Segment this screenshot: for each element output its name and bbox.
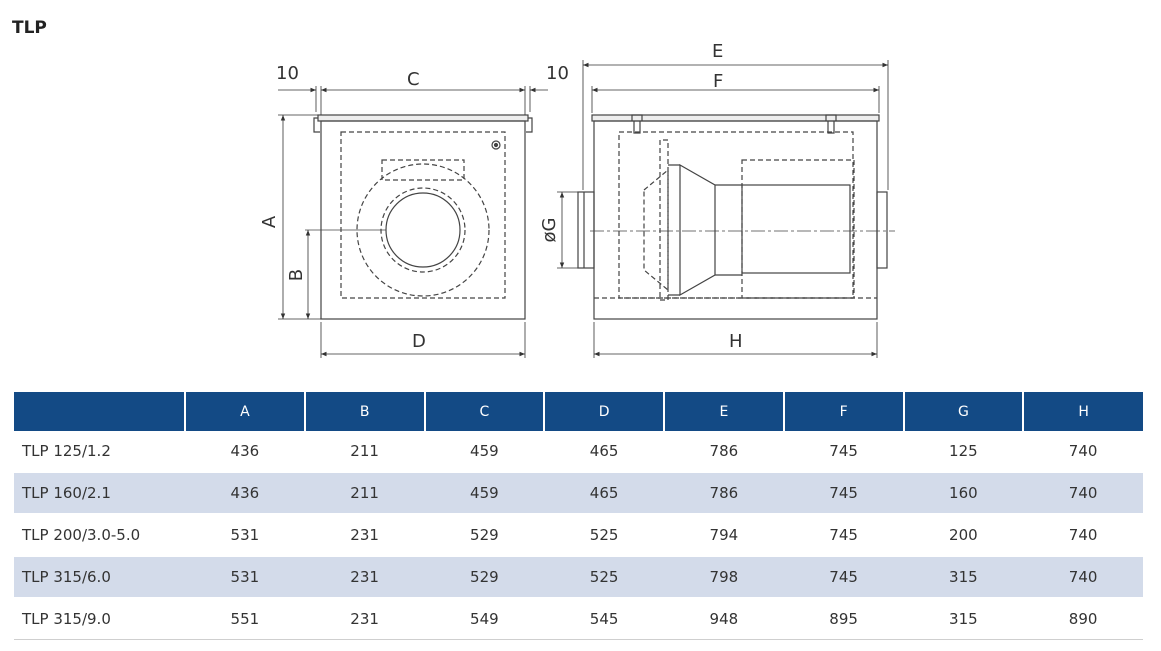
cell-g: 200 bbox=[903, 514, 1024, 557]
cell-d: 525 bbox=[544, 556, 664, 599]
dim-label-h: H bbox=[729, 331, 743, 352]
header-f: F bbox=[783, 392, 905, 431]
cell-d: 465 bbox=[544, 472, 664, 515]
header-a: A bbox=[185, 392, 306, 431]
cell-a: 531 bbox=[185, 514, 305, 557]
cell-f: 745 bbox=[783, 514, 904, 557]
cell-a: 436 bbox=[185, 431, 305, 473]
header-c: C bbox=[424, 392, 546, 431]
table-row: TLP 125/1.2 436 211 459 465 786 745 125 … bbox=[14, 431, 1143, 473]
header-h: H bbox=[1023, 392, 1143, 431]
cell-h: 740 bbox=[1023, 472, 1143, 515]
cell-g: 315 bbox=[903, 556, 1024, 599]
cell-b: 211 bbox=[304, 472, 425, 515]
table-row: TLP 315/9.0 551 231 549 545 948 895 315 … bbox=[14, 598, 1143, 640]
dim-label-gap-right: 10 bbox=[546, 63, 569, 84]
side-view bbox=[577, 114, 895, 320]
cell-c: 459 bbox=[424, 472, 545, 515]
dim-label-a: A bbox=[259, 215, 280, 228]
dim-label-g: øG bbox=[539, 218, 560, 243]
cell-h: 740 bbox=[1023, 514, 1143, 557]
cell-c: 529 bbox=[424, 556, 545, 599]
cell-h: 740 bbox=[1023, 431, 1143, 473]
cell-e: 786 bbox=[664, 431, 784, 473]
cell-model: TLP 315/9.0 bbox=[14, 598, 185, 640]
cell-b: 231 bbox=[304, 598, 425, 640]
cell-e: 948 bbox=[664, 598, 784, 640]
dim-label-gap-left: 10 bbox=[276, 63, 299, 84]
cell-model: TLP 200/3.0-5.0 bbox=[14, 514, 185, 557]
cell-b: 211 bbox=[304, 431, 425, 473]
cell-h: 740 bbox=[1023, 556, 1143, 599]
dim-label-f: F bbox=[713, 71, 723, 92]
cell-g: 160 bbox=[903, 472, 1024, 515]
page-title: TLP bbox=[12, 18, 47, 38]
side-dimensions bbox=[557, 60, 889, 358]
dim-label-b: B bbox=[286, 269, 307, 281]
cell-c: 459 bbox=[424, 431, 545, 473]
cell-e: 794 bbox=[664, 514, 784, 557]
table-row: TLP 315/6.0 531 231 529 525 798 745 315 … bbox=[14, 556, 1143, 599]
cell-b: 231 bbox=[304, 514, 425, 557]
front-dimensions bbox=[278, 86, 548, 358]
cell-d: 465 bbox=[544, 431, 664, 473]
cell-d: 545 bbox=[544, 598, 664, 640]
dim-label-c: C bbox=[407, 69, 420, 90]
cell-f: 745 bbox=[783, 556, 904, 599]
dimensions-table: A B C D E F G H TLP 125/1.2 436 211 459 … bbox=[14, 392, 1143, 640]
cell-model: TLP 160/2.1 bbox=[14, 472, 185, 515]
cell-c: 529 bbox=[424, 514, 545, 557]
cell-h: 890 bbox=[1023, 598, 1143, 640]
cell-e: 798 bbox=[664, 556, 784, 599]
table-row: TLP 200/3.0-5.0 531 231 529 525 794 745 … bbox=[14, 514, 1143, 557]
dim-label-d: D bbox=[412, 331, 426, 352]
cell-e: 786 bbox=[664, 472, 784, 515]
cell-b: 231 bbox=[304, 556, 425, 599]
cell-a: 436 bbox=[185, 472, 305, 515]
cell-c: 549 bbox=[424, 598, 545, 640]
header-model bbox=[14, 392, 186, 431]
cell-g: 125 bbox=[903, 431, 1024, 473]
dim-label-e: E bbox=[712, 41, 723, 62]
table-row: TLP 160/2.1 436 211 459 465 786 745 160 … bbox=[14, 472, 1143, 515]
header-b: B bbox=[304, 392, 426, 431]
cell-model: TLP 315/6.0 bbox=[14, 556, 185, 599]
cell-a: 531 bbox=[185, 556, 305, 599]
table-header-row: A B C D E F G H bbox=[14, 392, 1143, 431]
cell-model: TLP 125/1.2 bbox=[14, 431, 185, 473]
cell-f: 745 bbox=[783, 431, 904, 473]
cell-a: 551 bbox=[185, 598, 305, 640]
technical-drawing: 10 C 10 E F A B øG D H bbox=[259, 41, 895, 358]
cell-g: 315 bbox=[903, 598, 1024, 640]
front-view bbox=[305, 114, 533, 320]
cell-d: 525 bbox=[544, 514, 664, 557]
cell-f: 895 bbox=[783, 598, 904, 640]
header-d: D bbox=[544, 392, 665, 431]
header-e: E bbox=[664, 392, 785, 431]
cell-f: 745 bbox=[783, 472, 904, 515]
header-g: G bbox=[903, 392, 1025, 431]
